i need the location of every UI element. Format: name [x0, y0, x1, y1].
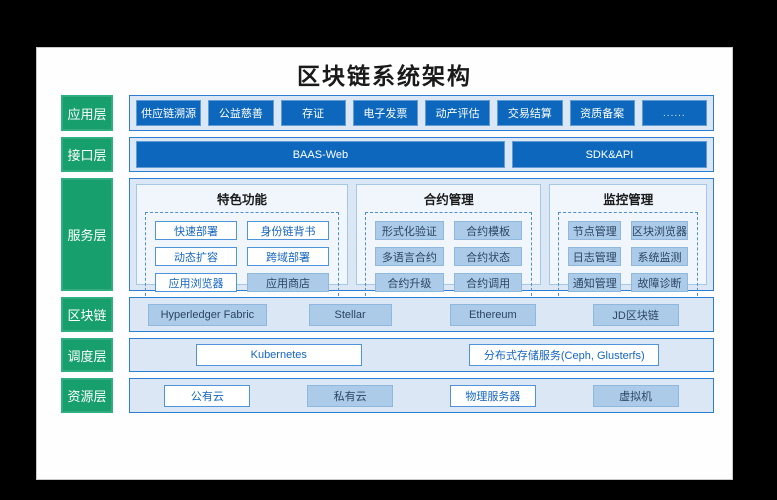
baas-web-chip: BAAS-Web: [136, 141, 505, 168]
service-chip: 应用商店: [246, 273, 329, 292]
blockchain-chip: Hyperledger Fabric: [147, 303, 268, 326]
interface-tray: BAAS-Web SDK&API: [129, 137, 714, 172]
layer-row-application: 应用层 供应链溯源 公益慈善 存证 电子发票 动产评估 交易结算 资质备案 ..…: [61, 95, 714, 131]
scheduling-chip: 分布式存储服务(Ceph, Glusterfs): [469, 344, 660, 366]
app-chip: 动产评估: [425, 100, 491, 126]
service-chip: 合约升级: [374, 273, 444, 292]
resource-tray: 公有云 私有云 物理服务器 虚拟机: [129, 378, 714, 413]
service-chip: 合约调用: [453, 273, 523, 292]
blockchain-chip: Ethereum: [449, 303, 536, 326]
diagram-title: 区块链系统架构: [297, 63, 472, 89]
service-chip: 故障诊断: [631, 273, 688, 292]
layer-row-blockchain: 区块链 Hyperledger Fabric Stellar Ethereum …: [61, 297, 714, 332]
group-items-area: 形式化验证 合约模板 多语言合约 合约状态 合约升级 合约调用: [364, 212, 533, 301]
resource-chip: 物理服务器: [449, 384, 536, 407]
layer-row-interface: 接口层 BAAS-Web SDK&API: [61, 137, 714, 172]
layer-label-service: 服务层: [61, 178, 113, 291]
group-items-area: 快速部署 身份链背书 动态扩容 跨域部署 应用浏览器 应用商店: [145, 212, 339, 301]
diagram-card: 区块链系统架构 应用层 供应链溯源 公益慈善 存证 电子发票 动产评估 交易结算…: [36, 47, 733, 480]
resource-chip: 私有云: [307, 384, 394, 407]
service-chip: 跨域部署: [246, 247, 329, 266]
layer-label-scheduling: 调度层: [61, 338, 113, 372]
application-tray: 供应链溯源 公益慈善 存证 电子发票 动产评估 交易结算 资质备案 ......: [129, 95, 714, 131]
blockchain-chip: Stellar: [308, 303, 392, 326]
layer-row-resource: 资源层 公有云 私有云 物理服务器 虚拟机: [61, 378, 714, 413]
group-title: 监控管理: [603, 193, 654, 207]
blockchain-chip: JD区块链: [592, 303, 679, 326]
layer-label-resource: 资源层: [61, 378, 113, 413]
service-chip: 日志管理: [568, 247, 621, 266]
service-group-monitoring: 监控管理 节点管理 区块浏览器 日志管理 系统监测 通知管理 故障诊断: [549, 184, 707, 301]
service-chip: 身份链背书: [246, 221, 329, 240]
layer-label-interface: 接口层: [61, 137, 113, 172]
service-chip: 合约状态: [453, 247, 523, 266]
service-chip: 快速部署: [155, 221, 237, 240]
layer-row-service: 服务层 特色功能 快速部署 身份链背书 动态扩容 跨域部署 应用浏览器 应用商店…: [61, 178, 714, 301]
app-chip: 公益慈善: [208, 100, 274, 126]
service-chip: 多语言合约: [374, 247, 444, 266]
service-group-features: 特色功能 快速部署 身份链背书 动态扩容 跨域部署 应用浏览器 应用商店: [136, 184, 348, 301]
layer-label-blockchain: 区块链: [61, 297, 113, 332]
app-chip: 供应链溯源: [136, 100, 202, 126]
service-chip: 动态扩容: [155, 247, 237, 266]
service-group-contract: 合约管理 形式化验证 合约模板 多语言合约 合约状态 合约升级 合约调用: [355, 184, 542, 301]
app-chip: 电子发票: [352, 100, 418, 126]
sdk-api-chip: SDK&API: [511, 141, 707, 168]
scheduling-tray: Kubernetes 分布式存储服务(Ceph, Glusterfs): [129, 338, 714, 372]
service-chip: 合约模板: [453, 221, 523, 240]
service-chip: 区块浏览器: [631, 221, 688, 240]
resource-chip: 虚拟机: [592, 384, 679, 407]
group-title: 合约管理: [423, 193, 474, 207]
service-chip: 应用浏览器: [155, 273, 237, 292]
scheduling-chip: Kubernetes: [195, 344, 362, 366]
layer-rows: 应用层 供应链溯源 公益慈善 存证 电子发票 动产评估 交易结算 资质备案 ..…: [61, 95, 714, 413]
service-chip: 形式化验证: [374, 221, 444, 240]
service-chip: 节点管理: [568, 221, 621, 240]
group-items-area: 节点管理 区块浏览器 日志管理 系统监测 通知管理 故障诊断: [558, 212, 698, 301]
blockchain-tray: Hyperledger Fabric Stellar Ethereum JD区块…: [129, 297, 714, 332]
app-chip: 交易结算: [497, 100, 563, 126]
app-chip-ellipsis: ......: [641, 100, 707, 126]
group-title: 特色功能: [216, 193, 267, 207]
service-tray: 特色功能 快速部署 身份链背书 动态扩容 跨域部署 应用浏览器 应用商店 合约管…: [129, 178, 714, 301]
layer-row-scheduling: 调度层 Kubernetes 分布式存储服务(Ceph, Glusterfs): [61, 338, 714, 372]
service-chip: 系统监测: [631, 247, 688, 266]
layer-label-application: 应用层: [61, 95, 113, 131]
app-chip: 资质备案: [569, 100, 635, 126]
app-chip: 存证: [280, 100, 346, 126]
resource-chip: 公有云: [164, 384, 251, 407]
service-chip: 通知管理: [568, 273, 621, 292]
